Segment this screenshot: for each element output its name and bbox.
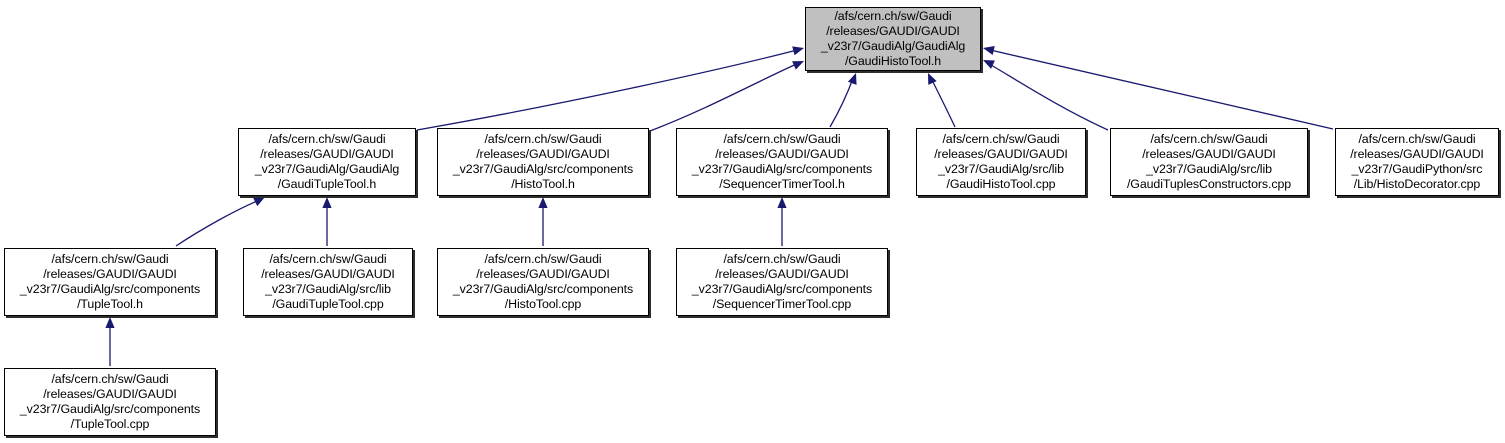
graph-node-label: /afs/cern.ch/sw/Gaudi /releases/GAUDI/GA… <box>691 131 873 192</box>
graph-node-histotool_h[interactable]: /afs/cern.ch/sw/Gaudi /releases/GAUDI/GA… <box>437 128 649 196</box>
graph-edge-arrowhead <box>847 73 857 85</box>
graph-edge-arrowhead <box>983 60 995 69</box>
graph-node-histotool_cpp[interactable]: /afs/cern.ch/sw/Gaudi /releases/GAUDI/GA… <box>437 248 649 316</box>
graph-edge-sequencertimertool_h-to-gaudihistotool_h <box>829 75 855 128</box>
graph-node-label: /afs/cern.ch/sw/Gaudi /releases/GAUDI/GA… <box>254 131 400 192</box>
graph-edge-arrowhead <box>538 197 548 208</box>
graph-node-label: /afs/cern.ch/sw/Gaudi /releases/GAUDI/GA… <box>691 251 873 312</box>
graph-node-gaudituplesconstructors_cpp[interactable]: /afs/cern.ch/sw/Gaudi /releases/GAUDI/GA… <box>1110 128 1308 196</box>
graph-edge-arrowhead <box>792 46 804 56</box>
graph-node-sequencertimertool_h[interactable]: /afs/cern.ch/sw/Gaudi /releases/GAUDI/GA… <box>676 128 888 196</box>
graph-edge-tupletool_h-to-gauditupletool_h <box>175 198 263 247</box>
graph-node-tupletool_cpp[interactable]: /afs/cern.ch/sw/Gaudi /releases/GAUDI/GA… <box>4 368 216 436</box>
graph-node-label: /afs/cern.ch/sw/Gaudi /releases/GAUDI/GA… <box>1126 131 1292 192</box>
graph-node-label: /afs/cern.ch/sw/Gaudi /releases/GAUDI/GA… <box>261 251 395 312</box>
graph-node-label: /afs/cern.ch/sw/Gaudi /releases/GAUDI/GA… <box>19 251 201 312</box>
graph-node-gauditupletool_h[interactable]: /afs/cern.ch/sw/Gaudi /releases/GAUDI/GA… <box>238 128 416 196</box>
graph-node-sequencertimertool_cpp[interactable]: /afs/cern.ch/sw/Gaudi /releases/GAUDI/GA… <box>676 248 888 316</box>
graph-edge-arrowhead <box>928 73 937 85</box>
graph-edge-arrowhead <box>777 197 787 208</box>
graph-node-histodecorator_cpp[interactable]: /afs/cern.ch/sw/Gaudi /releases/GAUDI/GA… <box>1335 128 1499 196</box>
graph-edge-arrowhead <box>792 61 804 70</box>
graph-node-gauditupletool_cpp[interactable]: /afs/cern.ch/sw/Gaudi /releases/GAUDI/GA… <box>243 248 413 316</box>
graph-edge-histodecorator_cpp-to-gaudihistotool_h <box>985 48 1334 130</box>
graph-node-gaudihistotool_h[interactable]: /afs/cern.ch/sw/Gaudi /releases/GAUDI/GA… <box>805 7 981 71</box>
graph-node-label: /afs/cern.ch/sw/Gaudi /releases/GAUDI/GA… <box>820 8 966 69</box>
graph-edge-arrowhead <box>983 45 995 55</box>
graph-node-label: /afs/cern.ch/sw/Gaudi /releases/GAUDI/GA… <box>452 131 634 192</box>
graph-edge-gaudihistotool_cpp-to-gaudihistotool_h <box>929 75 956 128</box>
graph-node-gaudihistotool_cpp[interactable]: /afs/cern.ch/sw/Gaudi /releases/GAUDI/GA… <box>916 128 1086 196</box>
graph-edge-arrowhead <box>105 317 115 328</box>
graph-node-label: /afs/cern.ch/sw/Gaudi /releases/GAUDI/GA… <box>1350 131 1484 192</box>
graph-node-label: /afs/cern.ch/sw/Gaudi /releases/GAUDI/GA… <box>452 251 634 312</box>
graph-node-label: /afs/cern.ch/sw/Gaudi /releases/GAUDI/GA… <box>934 131 1068 192</box>
graph-edge-arrowhead <box>322 197 332 208</box>
graph-edge-gaudituplesconstructors_cpp-to-gaudihistotool_h <box>985 61 1109 131</box>
graph-edge-histotool_h-to-gaudihistotool_h <box>649 61 802 132</box>
graph-edge-gauditupletool_h-to-gaudihistotool_h <box>416 48 802 131</box>
graph-node-label: /afs/cern.ch/sw/Gaudi /releases/GAUDI/GA… <box>19 371 201 432</box>
graph-node-tupletool_h[interactable]: /afs/cern.ch/sw/Gaudi /releases/GAUDI/GA… <box>4 248 216 316</box>
